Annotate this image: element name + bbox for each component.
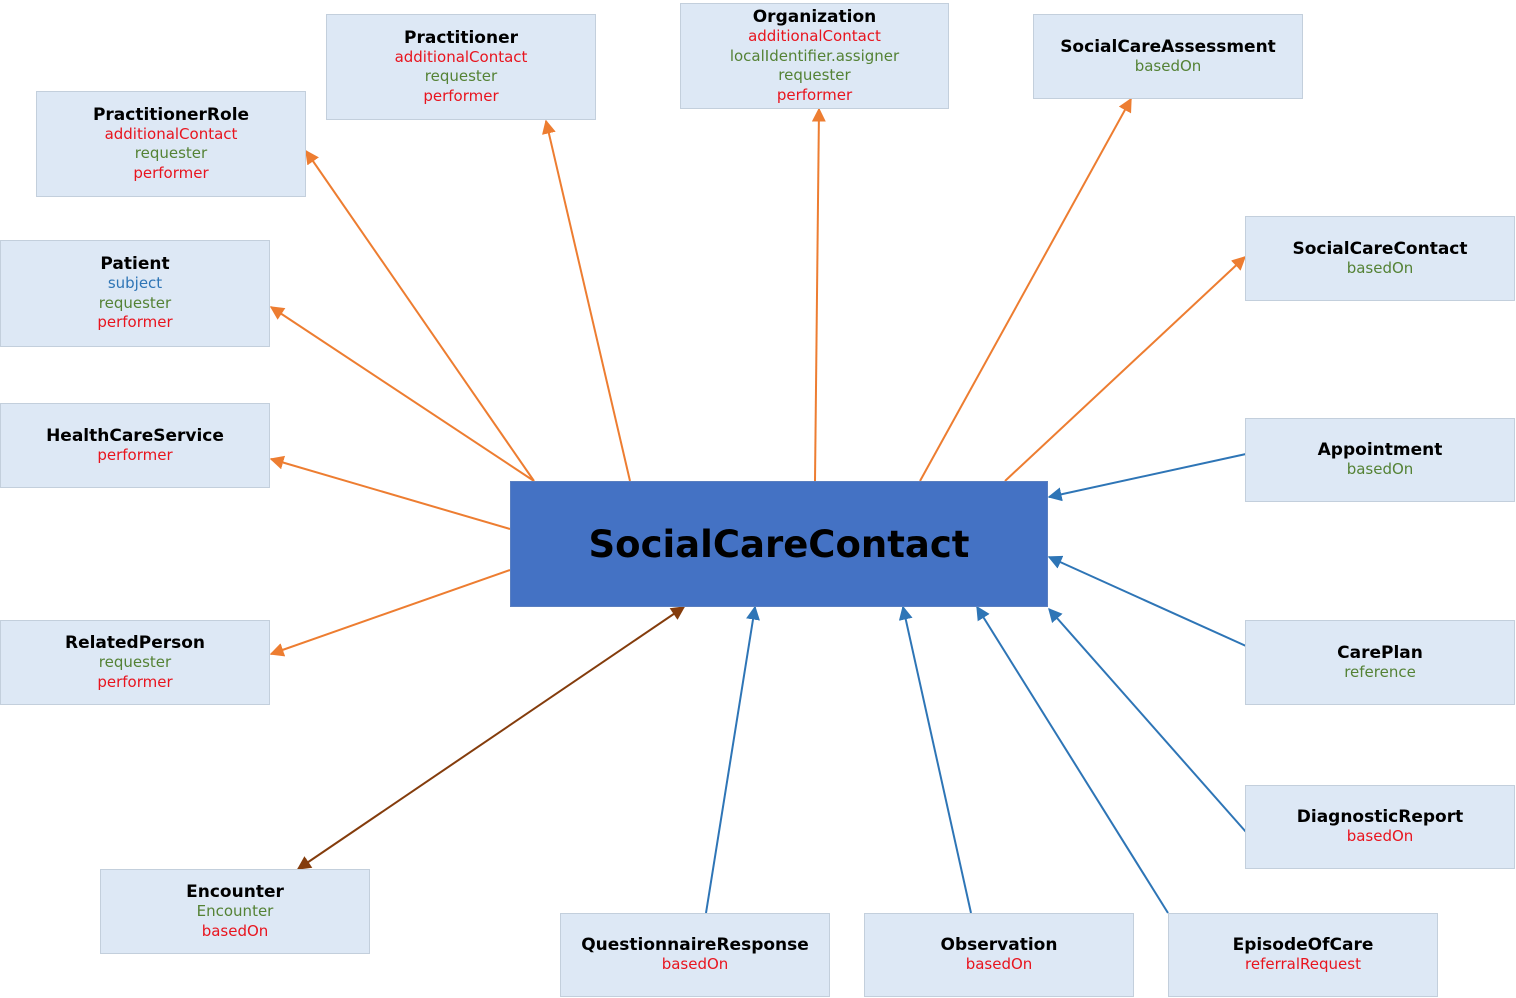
relation-label: basedOn bbox=[661, 955, 729, 974]
edge-careplan bbox=[1047, 555, 1247, 647]
relation-label: basedOn bbox=[201, 921, 269, 940]
edge-episodeofcare bbox=[976, 605, 1169, 914]
node-title: PractitionerRole bbox=[92, 104, 250, 125]
edge-practitioner bbox=[542, 119, 631, 482]
node-title: Patient bbox=[100, 254, 170, 275]
relation-label: performer bbox=[423, 86, 499, 105]
relation-label: basedOn bbox=[1346, 460, 1414, 479]
node-careplan[interactable]: CarePlan reference bbox=[1245, 620, 1515, 705]
relation-label: localIdentifier.assigner bbox=[729, 46, 900, 65]
relation-label: performer bbox=[97, 445, 173, 464]
node-title: HealthCareService bbox=[46, 425, 224, 446]
node-title: Observation bbox=[940, 935, 1058, 956]
center-node-socialcarecontact[interactable]: SocialCareContact bbox=[510, 481, 1048, 607]
relation-label: basedOn bbox=[1346, 827, 1414, 846]
edge-encounter bbox=[296, 606, 686, 870]
relation-label: reference bbox=[1344, 662, 1416, 681]
edge-appointment bbox=[1047, 453, 1247, 502]
relation-label: requester bbox=[98, 653, 172, 671]
center-node-title: SocialCareContact bbox=[588, 522, 970, 566]
relation-label: performer bbox=[97, 672, 173, 691]
node-diagnosticreport[interactable]: DiagnosticReport basedOn bbox=[1245, 785, 1515, 869]
node-healthcareservice[interactable]: HealthCareService performer bbox=[0, 403, 270, 488]
edge-observation bbox=[898, 605, 972, 914]
node-title: QuestionnaireResponse bbox=[581, 935, 809, 956]
edge-practitionerrole bbox=[305, 149, 535, 482]
node-observation[interactable]: Observation basedOn bbox=[864, 913, 1134, 997]
relation-label: requester bbox=[134, 144, 208, 163]
relation-label: basedOn bbox=[1346, 258, 1414, 277]
edge-organization bbox=[811, 107, 826, 482]
relation-label: requester bbox=[98, 293, 172, 312]
node-episodeofcare[interactable]: EpisodeOfCare referralRequest bbox=[1168, 913, 1438, 997]
node-title: Appointment bbox=[1317, 440, 1443, 461]
node-title: SocialCareContact bbox=[1292, 238, 1468, 259]
relation-label: basedOn bbox=[1134, 56, 1202, 75]
edge-socialcareassessment bbox=[919, 97, 1132, 482]
relation-label: referralRequest bbox=[1245, 955, 1361, 974]
node-title: CarePlan bbox=[1337, 642, 1423, 663]
relation-label: Encounter bbox=[196, 902, 274, 920]
relation-label: subject bbox=[107, 274, 163, 293]
relation-label: basedOn bbox=[965, 955, 1033, 974]
node-title: SocialCareAssessment bbox=[1060, 36, 1276, 57]
edge-relatedperson bbox=[269, 569, 511, 657]
node-appointment[interactable]: Appointment basedOn bbox=[1245, 418, 1515, 502]
node-title: EpisodeOfCare bbox=[1232, 935, 1374, 956]
node-title: Organization bbox=[752, 7, 877, 27]
edge-healthcareservice bbox=[269, 455, 511, 530]
relation-label: performer bbox=[133, 163, 209, 182]
relation-label: requester bbox=[778, 66, 851, 84]
relation-label: performer bbox=[97, 313, 173, 332]
edge-diagnosticreport bbox=[1048, 607, 1247, 833]
relation-label: additionalContact bbox=[104, 124, 238, 143]
node-socialcarecontact[interactable]: SocialCareContact basedOn bbox=[1245, 216, 1515, 301]
node-title: DiagnosticReport bbox=[1296, 807, 1464, 828]
node-socialcareassessment[interactable]: SocialCareAssessment basedOn bbox=[1033, 14, 1303, 99]
relation-label: additionalContact bbox=[394, 47, 528, 66]
node-questionnaireresponse[interactable]: QuestionnaireResponse basedOn bbox=[560, 913, 830, 997]
edge-socialcarecontact bbox=[1004, 256, 1247, 482]
relation-label: requester bbox=[424, 67, 498, 86]
relation-label: performer bbox=[776, 85, 853, 104]
node-title: Encounter bbox=[186, 882, 284, 902]
node-title: RelatedPerson bbox=[64, 633, 206, 653]
edge-questionnaireresponse bbox=[705, 605, 760, 914]
node-title: Practitioner bbox=[404, 27, 518, 48]
relation-label: additionalContact bbox=[748, 27, 881, 45]
edge-patient bbox=[269, 306, 535, 482]
